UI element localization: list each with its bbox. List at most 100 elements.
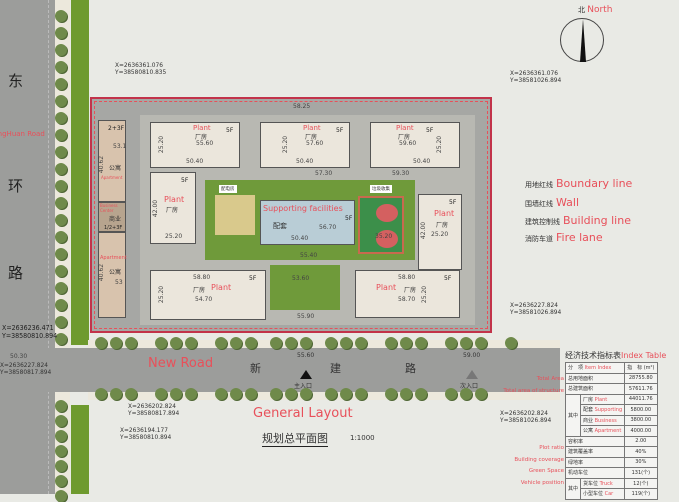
width-dim: 58.80: [193, 274, 211, 281]
main-entrance-arrow-icon: [300, 370, 312, 379]
table-header: 指 标 (m²): [624, 362, 658, 374]
road-elevation: 53.60: [292, 275, 310, 282]
value-cell: 12(个): [624, 477, 658, 489]
tree-icon: [155, 337, 167, 349]
floors: 5F: [226, 127, 234, 134]
floors: 5F: [444, 275, 452, 282]
index-table-title: 经济技术指标表Index Table: [565, 351, 667, 360]
tree-icon: [400, 337, 412, 349]
secondary-entrance-elev: 59.00: [463, 352, 481, 359]
elevation: 55.60: [196, 140, 214, 147]
floors: 5F: [249, 275, 257, 282]
tree-icon: [385, 337, 397, 349]
elevation: 50.30: [10, 353, 28, 360]
tree-icon: [245, 388, 257, 400]
width-dim: 50.40: [186, 158, 204, 165]
plaza: [215, 195, 255, 235]
item-cell: 建筑覆盖率: [564, 446, 626, 458]
elevation: 53.1: [113, 143, 127, 150]
tree-icon: [325, 388, 337, 400]
tree-icon: [270, 388, 282, 400]
building-label-cn: 配套: [273, 222, 287, 230]
building-label-en: Apartment: [100, 255, 127, 261]
item-cell: 总用地面积: [564, 372, 626, 384]
building-label-cn: 厂房: [404, 287, 417, 294]
item-cell: 总建筑面积: [564, 383, 626, 395]
tree-icon: [355, 337, 367, 349]
tree-icon: [340, 388, 352, 400]
width-dim: 50.40: [291, 235, 309, 242]
plant-building-7: 58.80 5F Plant 厂房 58.70 25.20: [355, 270, 460, 318]
tree-icon: [185, 388, 197, 400]
tree-icon: [55, 430, 67, 442]
tree-icon: [55, 490, 67, 502]
tree-icon: [55, 265, 67, 277]
tree-icon: [300, 337, 312, 349]
tree-icon: [170, 388, 182, 400]
tree-icon: [55, 146, 67, 158]
road-name-cn: 新: [250, 362, 261, 375]
building-label-cn: 厂房: [436, 222, 449, 229]
height-dim: 40.62: [98, 263, 106, 282]
building-label-cn: 商业: [109, 216, 122, 223]
tree-icon: [215, 388, 227, 400]
building-label-en: Plant: [396, 124, 414, 132]
north-label: 北 North: [578, 5, 613, 15]
width-dim: 50.40: [413, 158, 431, 165]
building-label-en: Plant: [193, 124, 211, 132]
building-label-en: Business Center: [100, 203, 118, 213]
row-label-en: Total Area: [536, 376, 564, 382]
building-label-en: Plant: [434, 209, 455, 218]
table-header: 分 项 Item Index: [564, 362, 626, 374]
height-dim: 25.20: [421, 285, 429, 304]
item-cell: 商业 Business: [580, 414, 626, 426]
tree-icon: [215, 337, 227, 349]
width-dim: 25.20: [431, 231, 449, 238]
sidewalk: [88, 392, 560, 400]
road-elevation: 57.30: [315, 170, 333, 177]
tree-icon: [285, 337, 297, 349]
tree-icon: [230, 337, 242, 349]
width-dim: 25.20: [165, 233, 183, 240]
floors: 2+3F: [108, 125, 125, 132]
tree-icon: [185, 337, 197, 349]
road-name-cn: 建: [330, 362, 341, 375]
row-label-en: Building coverage: [514, 456, 564, 463]
apartment-building-1: 2+3F 53.1 公寓 Apartment 40.62: [98, 120, 126, 202]
value-cell: 3800.00: [624, 414, 658, 426]
item-cell: 容积率: [564, 435, 626, 447]
tree-icon: [55, 44, 67, 56]
item-cell: 公寓 Apartment: [580, 425, 626, 437]
main-entrance-label: 主入口: [294, 383, 313, 390]
tree-icon: [415, 388, 427, 400]
tree-icon: [55, 197, 67, 209]
road-elevation: 55.40: [300, 252, 318, 259]
tree-icon: [155, 388, 167, 400]
tree-icon: [415, 337, 427, 349]
road-elevation: 35.20: [375, 233, 393, 240]
building-label-en: Supporting facilities: [263, 204, 343, 213]
tree-icon: [55, 214, 67, 226]
tree-icon: [55, 78, 67, 90]
tree-icon: [385, 388, 397, 400]
plant-building-3: Plant 厂房 5F 59.60 50.40 25.20: [370, 122, 460, 168]
building-label-cn: 厂房: [193, 287, 206, 294]
building-label-cn: 厂房: [166, 207, 179, 214]
building-label-en: Plant: [211, 283, 232, 292]
title-cn: 规划总平面图: [262, 432, 328, 447]
elevation: 53: [115, 279, 123, 286]
basketball-court: [358, 196, 404, 254]
tree-icon: [475, 388, 487, 400]
elevation: 56.70: [319, 224, 337, 231]
tree-icon: [55, 129, 67, 141]
height-dim: 25.20: [158, 135, 166, 154]
